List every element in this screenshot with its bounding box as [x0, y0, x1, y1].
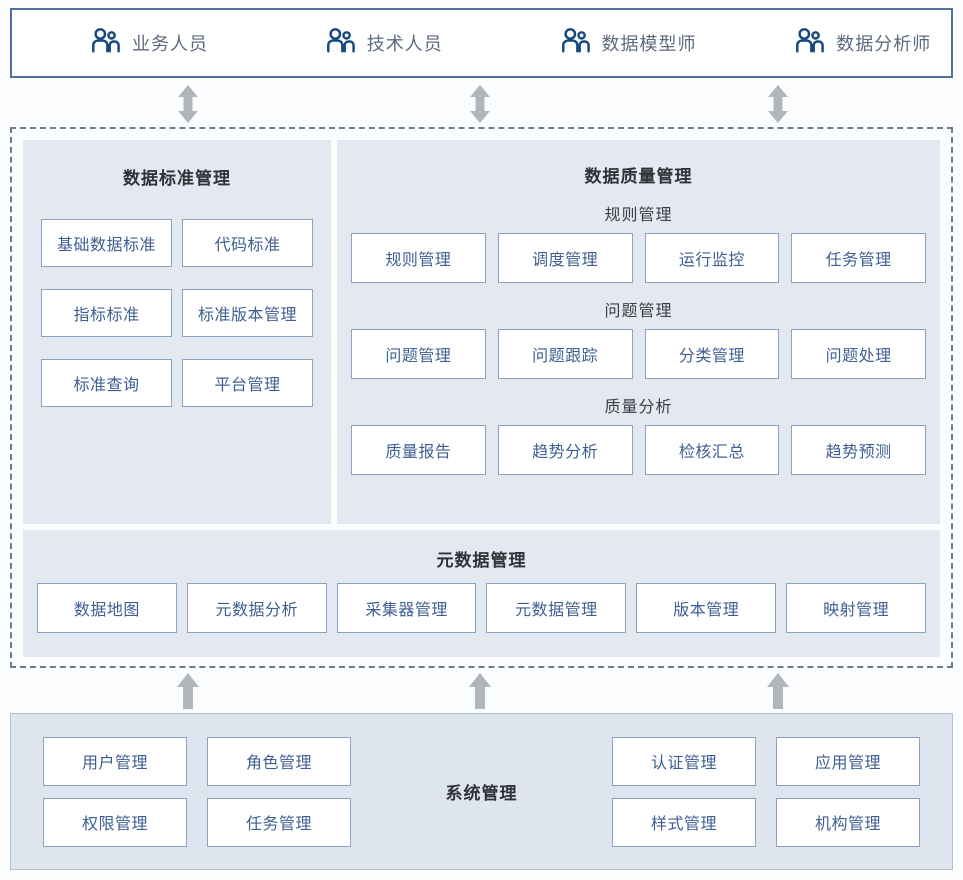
sub-title: 问题管理 [604, 303, 673, 320]
panel-title: 元数据管理 [436, 551, 527, 570]
standards-button[interactable]: 标准查询 [41, 359, 172, 407]
role-label: 技术人员 [366, 34, 443, 54]
quality-button[interactable]: 任务管理 [791, 233, 926, 283]
quality-button-row: 规则管理 调度管理 运行监控 任务管理 [351, 233, 926, 283]
panel-title: 系统管理 [445, 784, 518, 803]
role-label: 业务人员 [132, 34, 208, 54]
quality-button[interactable]: 检核汇总 [644, 425, 780, 475]
system-left-button-grid: 用户管理 角色管理 权限管理 任务管理 [43, 736, 351, 847]
quality-button[interactable]: 质量报告 [351, 425, 486, 475]
quality-button[interactable]: 规则管理 [351, 233, 486, 283]
quality-group-issues: 问题管理 问题管理 问题跟踪 分类管理 问题处理 [351, 297, 926, 379]
role-item-data-modeler[interactable]: 数据模型师 [482, 26, 717, 61]
panel-title: 数据质量管理 [584, 167, 693, 186]
system-button[interactable]: 认证管理 [612, 736, 756, 786]
system-button[interactable]: 机构管理 [776, 797, 920, 847]
users-group-icon [90, 26, 120, 61]
users-group-icon [794, 26, 825, 61]
metadata-button[interactable]: 数据地图 [37, 583, 177, 633]
system-right-button-grid: 认证管理 应用管理 样式管理 机构管理 [612, 736, 920, 847]
role-label: 数据分析师 [836, 34, 932, 54]
role-item-business[interactable]: 业务人员 [12, 26, 247, 61]
users-group-icon [560, 26, 590, 61]
quality-button[interactable]: 趋势预测 [791, 425, 926, 475]
standards-management-panel: 数据标准管理 基础数据标准 代码标准 指标标准 标准版本管理 标准查询 平台管理 [23, 140, 331, 524]
quality-group-rules: 规则管理 规则管理 调度管理 运行监控 任务管理 [351, 201, 926, 283]
role-item-technical[interactable]: 技术人员 [247, 26, 482, 61]
quality-button[interactable]: 运行监控 [644, 233, 780, 283]
metadata-management-panel: 元数据管理 数据地图 元数据分析 采集器管理 元数据管理 版本管理 映射管理 [23, 530, 940, 657]
sub-title: 质量分析 [604, 399, 673, 416]
role-item-data-analyst[interactable]: 数据分析师 [716, 26, 951, 61]
metadata-button[interactable]: 元数据管理 [486, 583, 627, 633]
metadata-button[interactable]: 版本管理 [636, 583, 777, 633]
quality-button-row: 质量报告 趋势分析 检核汇总 趋势预测 [351, 425, 926, 475]
system-button[interactable]: 用户管理 [43, 736, 187, 786]
quality-button[interactable]: 趋势分析 [497, 425, 633, 475]
quality-button[interactable]: 调度管理 [497, 233, 633, 283]
role-label: 数据模型师 [601, 34, 697, 54]
standards-button-grid: 基础数据标准 代码标准 指标标准 标准版本管理 标准查询 平台管理 [41, 219, 313, 407]
panel-title: 数据标准管理 [123, 169, 231, 188]
quality-management-panel: 数据质量管理 规则管理 规则管理 调度管理 运行监控 任务管理 问题管理 问题管… [337, 140, 940, 524]
metadata-button-row: 数据地图 元数据分析 采集器管理 元数据管理 版本管理 映射管理 [37, 583, 926, 633]
system-button[interactable]: 权限管理 [43, 797, 187, 847]
users-group-icon [325, 26, 355, 61]
quality-button[interactable]: 分类管理 [644, 329, 780, 379]
metadata-button[interactable]: 元数据分析 [186, 583, 327, 633]
data-governance-platform-container: 数据标准管理 基础数据标准 代码标准 指标标准 标准版本管理 标准查询 平台管理… [10, 127, 953, 668]
standards-button[interactable]: 代码标准 [182, 219, 313, 267]
system-button[interactable]: 角色管理 [207, 736, 351, 786]
standards-button[interactable]: 标准版本管理 [182, 289, 313, 337]
standards-button[interactable]: 平台管理 [182, 359, 313, 407]
arrow-up-icon [765, 672, 791, 715]
arrow-up-icon [467, 672, 493, 715]
quality-button[interactable]: 问题管理 [351, 329, 486, 379]
quality-group-analysis: 质量分析 质量报告 趋势分析 检核汇总 趋势预测 [351, 393, 926, 475]
quality-button-row: 问题管理 问题跟踪 分类管理 问题处理 [351, 329, 926, 379]
sub-title: 规则管理 [604, 207, 673, 224]
upper-row: 数据标准管理 基础数据标准 代码标准 指标标准 标准版本管理 标准查询 平台管理… [23, 140, 940, 524]
arrow-up-icon [175, 672, 201, 715]
system-management-panel: 用户管理 角色管理 权限管理 任务管理 系统管理 认证管理 应用管理 样式管理 … [10, 713, 953, 870]
double-arrow-vertical-icon [175, 84, 201, 129]
system-button[interactable]: 任务管理 [207, 797, 351, 847]
system-button[interactable]: 样式管理 [612, 797, 756, 847]
double-arrow-vertical-icon [467, 84, 493, 129]
system-button[interactable]: 应用管理 [776, 736, 920, 786]
standards-button[interactable]: 指标标准 [41, 289, 172, 337]
roles-bar: 业务人员 技术人员 数据模型师 [10, 8, 953, 78]
standards-button[interactable]: 基础数据标准 [41, 219, 172, 267]
metadata-button[interactable]: 映射管理 [786, 583, 926, 633]
quality-button[interactable]: 问题跟踪 [497, 329, 633, 379]
metadata-button[interactable]: 采集器管理 [336, 583, 477, 633]
quality-button[interactable]: 问题处理 [791, 329, 926, 379]
double-arrow-vertical-icon [765, 84, 791, 129]
